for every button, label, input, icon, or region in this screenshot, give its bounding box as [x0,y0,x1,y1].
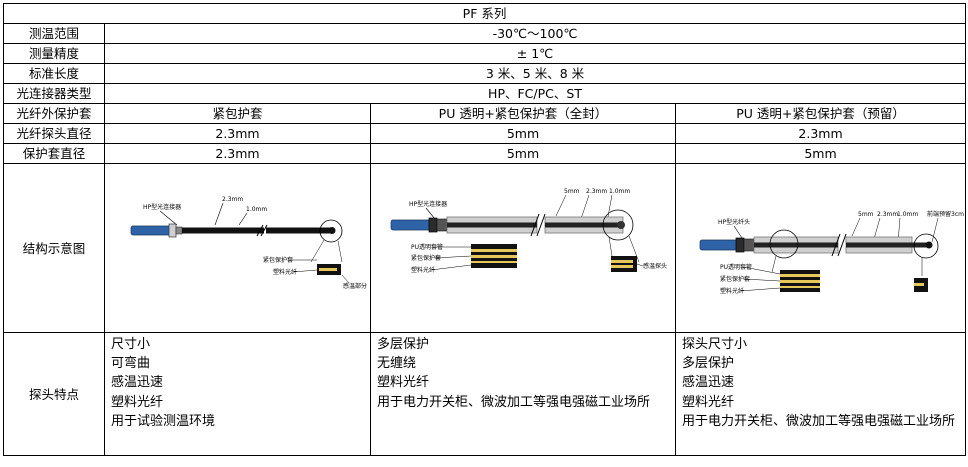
feature-item: 塑料光纤 [377,375,430,391]
tight-jacket-callout: 紧包保护套 [263,256,293,264]
feature-item: 可弯曲 [111,356,151,372]
diagram-cell-2: HP型光连接器 5mm 2.3mm 1.0mm [370,163,676,333]
connector-nut [428,217,438,233]
detail-circle [769,229,799,259]
front-reserve-callout: 前端预留3cm [927,210,964,218]
mid-diameter-callout: 2.3mm [877,211,898,218]
sensing-probe-callout: 感温探头 [643,262,667,270]
connector-value: HP、FC/PC、ST [103,83,967,104]
connector-body [699,239,739,251]
feature-item: 塑料光纤 [111,394,164,410]
reserved-fiber [846,242,930,248]
table-title: PF 系列 [2,3,967,24]
feature-list-2: 多层保护 无缠绕 塑料光纤 用于电力开关柜、微波加工等强电强磁工业场所 [377,335,669,412]
feature-item: 感温迅速 [682,375,735,391]
title-row: PF 系列 [2,3,967,24]
connector-callout: HP型光连接器 [409,200,447,208]
probe-diagram-1: HP型光连接器 2.3mm 1.0mm 紧包保护套 塑料光纤 [130,196,367,290]
row-label: 光纤外保护套 [3,103,105,124]
detail-circle [913,233,939,259]
feature-list-1: 尺寸小 可弯曲 感温迅速 塑料光纤 用于试验测温环境 [111,335,364,431]
connector-callout: HP型光纤头 [718,218,750,226]
sensing-part-callout: 感温部分 [343,282,367,290]
feature-item: 用于试验测温环境 [111,413,216,429]
jacket-value: PU 透明+紧包保护套（预留） [674,103,967,124]
connector-callout: HP型光连接器 [143,203,181,211]
feature-item: 用于电力开关柜、微波加工等强电强磁工业场所 [377,394,651,410]
feature-item: 塑料光纤 [682,394,735,410]
probe-detail [611,256,637,272]
feature-item: 尺寸小 [111,337,151,352]
outer-diameter-callout: 5mm [564,188,580,195]
connector-body [390,219,432,231]
row-probe-diameter: 光纤探头直径 2.3mm 5mm 2.3mm [3,123,967,144]
sleeve-diameter-value: 2.3mm [104,143,371,164]
probe-diameter-value: 5mm [370,123,676,144]
plastic-fiber-callout: 塑料光纤 [411,266,435,274]
fiber-cable [266,227,332,234]
row-label: 光连接器类型 [3,83,105,104]
probe-diagram-3: HP型光纤头 5mm 2.3mm 1.0mm 前端预留3cm [699,210,964,295]
feature-item: 感温迅速 [111,375,164,391]
fiber-cable [182,227,264,234]
row-jacket: 光纤外保护套 紧包护套 PU 透明+紧包保护套（全封） PU 透明+紧包保护套（… [3,103,967,124]
probe-diameter-value: 2.3mm [104,123,371,144]
outer-diameter-callout: 5mm [858,211,874,218]
probe-diameter-value: 2.3mm [674,123,967,144]
connector-nut [735,237,745,253]
plastic-fiber-callout: 塑料光纤 [720,287,744,295]
detail-circle [602,209,634,241]
jacket-value: PU 透明+紧包保护套（全封） [370,103,676,124]
range-value: -30℃～100℃ [103,23,967,44]
row-accuracy: 测量精度 ± 1℃ [3,43,967,64]
feature-item: 探头尺寸小 [682,337,748,352]
accuracy-value: ± 1℃ [103,43,967,64]
inner-diameter-callout: 1.0mm [897,211,918,218]
sleeve-diameter-value: 5mm [370,143,676,164]
row-length: 标准长度 3 米、5 米、8 米 [3,63,967,84]
mid-diameter-callout: 2.3mm [586,188,607,195]
feature-item: 多层保护 [377,337,430,352]
row-label: 结构示意图 [3,163,105,333]
row-label: 测温范围 [3,23,105,44]
row-diagram: 结构示意图 HP型光连接器 2.3mm 1.0mm 紧包保护套 [3,163,967,333]
row-label: 保护套直径 [3,143,105,164]
pu-tube-callout: PU透明套管 [411,243,443,251]
row-label: 标准长度 [3,63,105,84]
features-cell-2: 多层保护 无缠绕 塑料光纤 用于电力开关柜、微波加工等强电强磁工业场所 [370,332,676,456]
inner-diameter-callout: 1.0mm [609,188,630,195]
spec-table: PF 系列 测温范围 -30℃～100℃ 测量精度 ± 1℃ 标准长度 3 米、… [2,3,967,456]
tight-jacket-callout: 紧包保护套 [720,275,750,283]
detail-circle [319,219,343,243]
row-label: 光纤探头直径 [3,123,105,144]
inner-diameter-callout: 1.0mm [246,206,267,213]
tight-jacket-callout: 紧包保护套 [411,254,441,262]
row-features: 探头特点 尺寸小 可弯曲 感温迅速 塑料光纤 用于试验测温环境 多层保护 无缠绕… [3,332,967,456]
outer-diameter-callout: 2.3mm [222,196,243,203]
probe-diagram-2: HP型光连接器 5mm 2.3mm 1.0mm [390,188,667,274]
feature-item: 无缠绕 [377,356,417,372]
feature-item: 多层保护 [682,356,735,372]
row-sleeve-diameter: 保护套直径 2.3mm 5mm 5mm [3,143,967,164]
plastic-fiber-callout: 塑料光纤 [273,268,297,276]
feature-list-3: 探头尺寸小 多层保护 感温迅速 塑料光纤 用于电力开关柜、微波加工等强电强磁工业… [682,335,959,431]
connector-body [130,225,172,236]
feature-item: 用于电力开关柜、微波加工等强电强磁工业场所 [682,413,956,429]
jacket-value: 紧包护套 [104,103,371,124]
connector-nut [168,223,177,238]
pu-tube-callout: PU透明套管 [720,263,752,271]
row-label: 探头特点 [3,332,105,456]
diagram-cell-1: HP型光连接器 2.3mm 1.0mm 紧包保护套 塑料光纤 [104,163,371,333]
row-range: 测温范围 -30℃～100℃ [3,23,967,44]
row-label: 测量精度 [3,43,105,64]
diagram-cell-3: HP型光纤头 5mm 2.3mm 1.0mm 前端预留3cm [674,163,967,333]
row-connector: 光连接器类型 HP、FC/PC、ST [3,83,967,104]
sleeve-diameter-value: 5mm [674,143,967,164]
length-value: 3 米、5 米、8 米 [103,63,967,84]
features-cell-3: 探头尺寸小 多层保护 感温迅速 塑料光纤 用于电力开关柜、微波加工等强电强磁工业… [674,332,967,456]
features-cell-1: 尺寸小 可弯曲 感温迅速 塑料光纤 用于试验测温环境 [104,332,371,456]
